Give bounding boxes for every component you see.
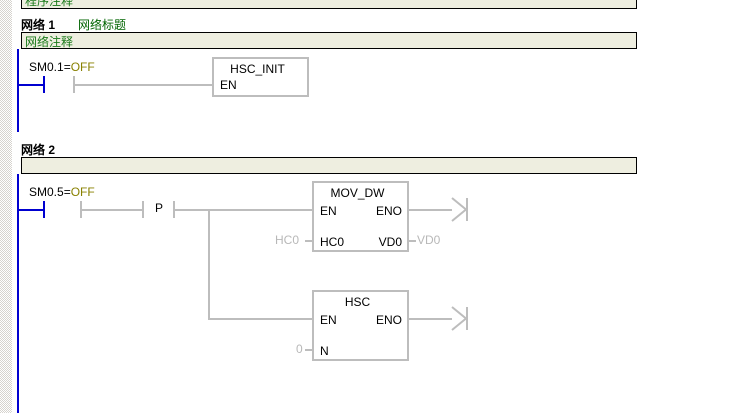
contact-operand: SM0.1 [29,60,64,74]
program-comment-text: 程序注释 [25,0,74,8]
pin-en: EN [320,313,337,327]
pin-eno: ENO [375,204,402,218]
rung-wire-network-1 [73,84,213,86]
mov-dw-operand-in[interactable]: HC0 [275,233,300,247]
hsc-eno-wire [409,318,452,320]
contact-separator: = [63,185,71,199]
contact-left-leg-network-2[interactable] [43,201,45,218]
power-rail-network-2 [17,174,19,413]
function-block-hsc-init[interactable]: HSC_INIT EN [212,57,309,97]
rung-wire-blue-network-1 [17,84,45,86]
contact-operand: SM0.5 [29,185,64,199]
left-margin-gutter [0,0,12,413]
hsc-operand-n[interactable]: 0 [296,342,303,356]
network-1-title[interactable]: 网络标题 [78,18,127,32]
p-contact-left-leg[interactable] [142,201,144,218]
pin-eno: ENO [375,313,402,327]
continuation-arrow-hsc [451,306,468,331]
network-1-comment-box[interactable] [21,32,637,49]
pin-en: EN [320,204,337,218]
mov-dw-out-stub [409,240,416,242]
network-1-label: 网络 1 [21,18,56,32]
function-block-title: HSC_INIT [230,62,285,76]
contact-label-sm0-1: SM0.1=OFF [29,60,95,74]
pin-en: EN [220,78,237,92]
contact-label-sm0-5: SM0.5=OFF [29,185,95,199]
program-comment-box[interactable] [21,0,637,9]
mov-dw-operand-out[interactable]: VD0 [417,233,441,247]
function-block-title: HSC [344,295,371,309]
rung-wire-to-hsc [208,318,313,320]
power-rail-network-1 [17,49,19,132]
network-2-label: 网络 2 [21,143,56,157]
pin-n: N [320,344,329,358]
hsc-n-stub [305,349,312,351]
p-contact-letter: P [155,201,164,215]
function-block-mov-dw[interactable]: MOV_DW EN ENO HC0 VD0 [312,181,409,252]
contact-state: OFF [70,185,95,199]
rung-wire-blue-network-2 [17,209,45,211]
rung-wire-to-p-contact [80,209,144,211]
mov-dw-eno-wire [409,209,452,211]
function-block-title: MOV_DW [330,186,385,200]
contact-separator: = [63,60,71,74]
contact-left-leg-network-1[interactable] [43,76,45,93]
branch-vertical-wire [208,209,210,320]
network-1-comment-text: 网络注释 [25,35,74,49]
network-2-comment-box[interactable] [21,157,637,174]
contact-state: OFF [70,60,95,74]
pin-out: VD0 [378,235,402,249]
pin-in: HC0 [320,235,345,249]
function-block-hsc[interactable]: HSC EN ENO N [312,290,409,361]
rung-wire-to-mov-dw [173,209,313,211]
mov-dw-in-stub [305,240,312,242]
continuation-arrow-mov-dw [451,197,468,222]
